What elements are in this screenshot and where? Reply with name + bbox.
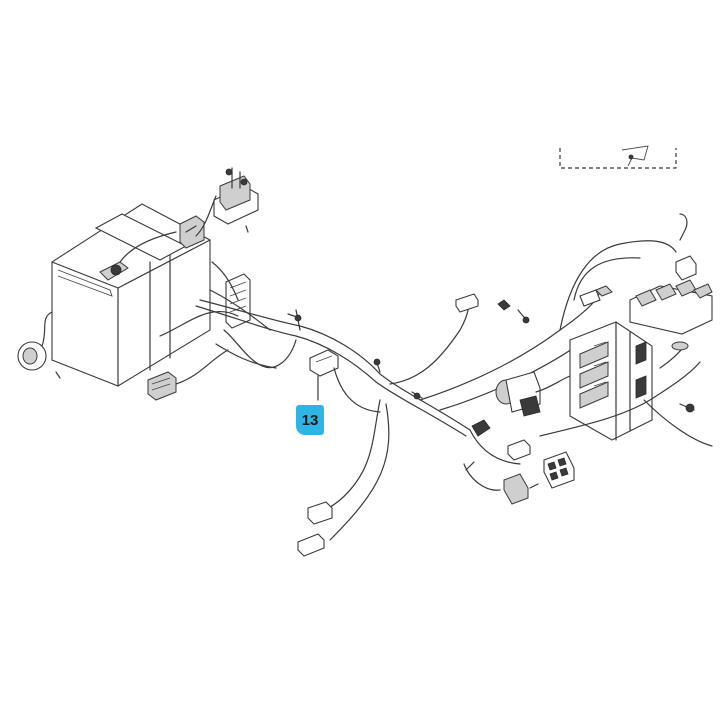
dashed-inset-frame xyxy=(559,145,677,169)
main-harness xyxy=(159,261,471,437)
callout-13: 13 xyxy=(296,405,324,435)
harness-connector-13 xyxy=(309,349,381,413)
battery-plug xyxy=(147,349,229,401)
harness-branches xyxy=(297,358,423,557)
lower-right-parts xyxy=(463,341,713,505)
battery xyxy=(51,203,211,387)
switch-bank xyxy=(579,213,713,335)
round-connector xyxy=(17,311,61,379)
fuse-relay-box xyxy=(569,321,695,441)
motor-component xyxy=(495,371,571,417)
solenoid-relay xyxy=(195,167,259,237)
callout-13-text: 13 xyxy=(301,411,319,429)
